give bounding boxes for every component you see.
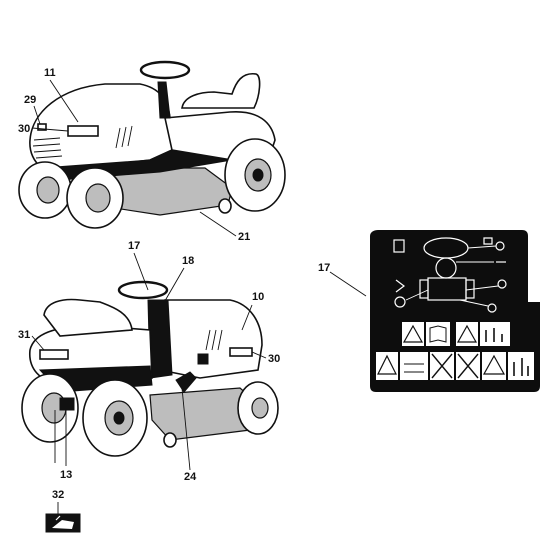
decal-left-pedal-icon bbox=[419, 279, 429, 299]
seat-rear-view bbox=[43, 298, 133, 337]
small-decal bbox=[37, 123, 47, 131]
control-panel-decal bbox=[370, 230, 540, 392]
decal-drive-icon bbox=[394, 296, 406, 308]
rear-wheel bbox=[224, 138, 286, 212]
hood-vents bbox=[115, 125, 133, 149]
decal-warning-row-2 bbox=[376, 352, 534, 380]
decal-choke-icon bbox=[497, 279, 507, 289]
decal-warning-row-1 bbox=[402, 322, 510, 346]
deck-gauge-wheel-rear bbox=[163, 432, 177, 448]
mower-front-view bbox=[18, 60, 286, 229]
leader-17-decal bbox=[329, 271, 367, 297]
callout-30-top: 30 bbox=[18, 123, 30, 135]
steering-wheel-rear bbox=[117, 280, 169, 300]
hood-vents-rear bbox=[205, 329, 223, 351]
deck-gauge-wheel bbox=[218, 198, 232, 214]
callout-18: 18 bbox=[182, 255, 194, 267]
steering-wheel bbox=[139, 60, 191, 80]
leader-17-mower bbox=[133, 252, 149, 291]
leader-24 bbox=[181, 387, 191, 471]
grille bbox=[32, 137, 63, 159]
key-removal-tile bbox=[400, 352, 428, 380]
thrown-object-tile bbox=[508, 352, 534, 380]
cutting-height-lever bbox=[175, 371, 197, 393]
decal-mode-icon bbox=[483, 237, 493, 245]
seat bbox=[181, 72, 261, 109]
callout-13: 13 bbox=[60, 469, 72, 481]
callout-17-decal: 17 bbox=[318, 262, 330, 274]
warning-tile-3 bbox=[376, 352, 398, 380]
decal-background bbox=[370, 230, 540, 392]
leader-29 bbox=[33, 105, 41, 125]
decal-zigzag-icon bbox=[395, 279, 405, 293]
leader-31 bbox=[31, 335, 45, 351]
decal-ignition-icon bbox=[487, 303, 497, 313]
front-wheel-rear-view bbox=[237, 381, 279, 435]
hood bbox=[29, 83, 173, 169]
decal-fuel-icon bbox=[393, 239, 405, 253]
callout-21: 21 bbox=[238, 231, 250, 243]
warning-tile-1 bbox=[402, 322, 424, 346]
callout-29: 29 bbox=[24, 94, 36, 106]
warning-tile-2 bbox=[456, 322, 478, 346]
bystander-tile bbox=[480, 322, 510, 346]
leader-21 bbox=[199, 211, 237, 237]
rear-wheel-right bbox=[82, 379, 148, 457]
hood-decal bbox=[229, 347, 253, 357]
callout-17-mower: 17 bbox=[128, 240, 140, 252]
front-wheel-right bbox=[66, 167, 124, 229]
mower-rear-view bbox=[21, 280, 279, 457]
wheel-decal bbox=[59, 397, 75, 411]
callouts-bottom: 17 18 10 31 30 24 13 32 bbox=[18, 240, 280, 514]
front-light bbox=[197, 353, 209, 365]
leader-11 bbox=[49, 79, 79, 123]
callout-24: 24 bbox=[184, 471, 197, 483]
callout-32: 32 bbox=[52, 489, 64, 501]
decal-32-thumbnail bbox=[45, 513, 81, 533]
side-decal-plate bbox=[67, 125, 99, 137]
callout-30-bottom: 30 bbox=[268, 353, 280, 365]
leader-18 bbox=[161, 267, 185, 307]
callout-17-decal-group: 17 bbox=[318, 262, 367, 297]
decal-controls-diagram bbox=[393, 237, 507, 313]
steering-column bbox=[157, 81, 171, 119]
front-wheel-left bbox=[18, 161, 72, 219]
hood-rear-view bbox=[164, 299, 263, 379]
leader-30-bottom bbox=[251, 351, 267, 359]
callouts-top: 11 29 30 21 bbox=[18, 67, 250, 243]
callout-10: 10 bbox=[252, 291, 264, 303]
callout-31: 31 bbox=[18, 329, 30, 341]
rear-decal-plate bbox=[39, 349, 69, 360]
leader-30-top bbox=[31, 127, 69, 132]
leader-10 bbox=[241, 304, 253, 331]
callout-11: 11 bbox=[44, 67, 56, 79]
